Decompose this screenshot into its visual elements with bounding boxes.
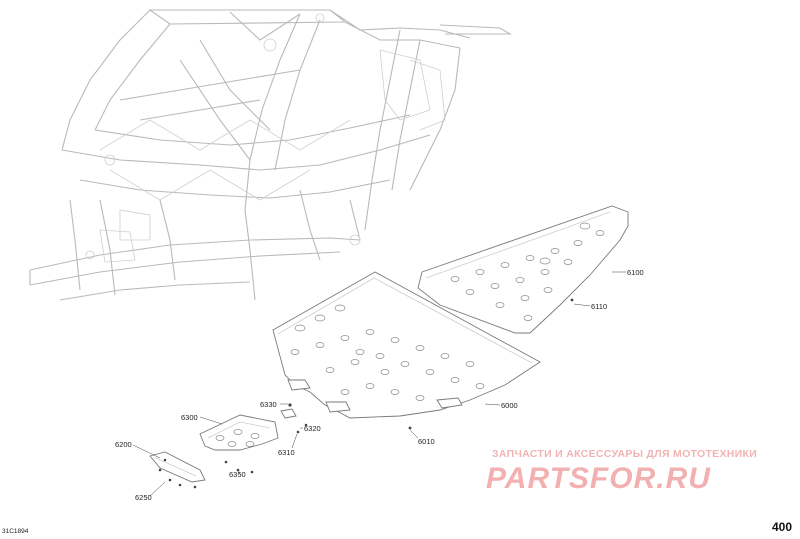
callout-labels: 6100 6110 6000 6010 6330 6300 6320 6310 …: [115, 268, 644, 502]
watermark: ЗАПЧАСТИ И АКСЕССУАРЫ ДЛЯ МОТОТЕХНИКИ PA…: [486, 448, 757, 495]
page-number: 400: [772, 520, 792, 534]
callout-6350[interactable]: 6350: [229, 470, 246, 479]
plate-6300[interactable]: [199, 414, 279, 451]
skid-plate-6100[interactable]: [417, 205, 629, 334]
fasteners: [158, 298, 574, 489]
callout-6330[interactable]: 6330: [260, 400, 277, 409]
diagram-code: 31C1894: [2, 528, 29, 535]
watermark-tagline: ЗАПЧАСТИ И АКСЕССУАРЫ ДЛЯ МОТОТЕХНИКИ: [492, 448, 757, 460]
callout-6310[interactable]: 6310: [278, 448, 295, 457]
plate-6200[interactable]: [149, 451, 206, 483]
vehicle-frame-illustration: [29, 9, 512, 301]
skid-plate-6000[interactable]: [272, 271, 541, 419]
callout-6300[interactable]: 6300: [181, 413, 198, 422]
bracket-6330[interactable]: [280, 403, 297, 419]
leader-lines: [132, 271, 626, 497]
callout-6010[interactable]: 6010: [418, 437, 435, 446]
callout-6100[interactable]: 6100: [627, 268, 644, 277]
callout-6320[interactable]: 6320: [304, 424, 321, 433]
callout-6200[interactable]: 6200: [115, 440, 132, 449]
callout-6250[interactable]: 6250: [135, 493, 152, 502]
watermark-logo-text: PARTSFOR.RU: [486, 462, 711, 495]
callout-6110[interactable]: 6110: [591, 302, 607, 311]
callout-6000[interactable]: 6000: [501, 401, 518, 410]
